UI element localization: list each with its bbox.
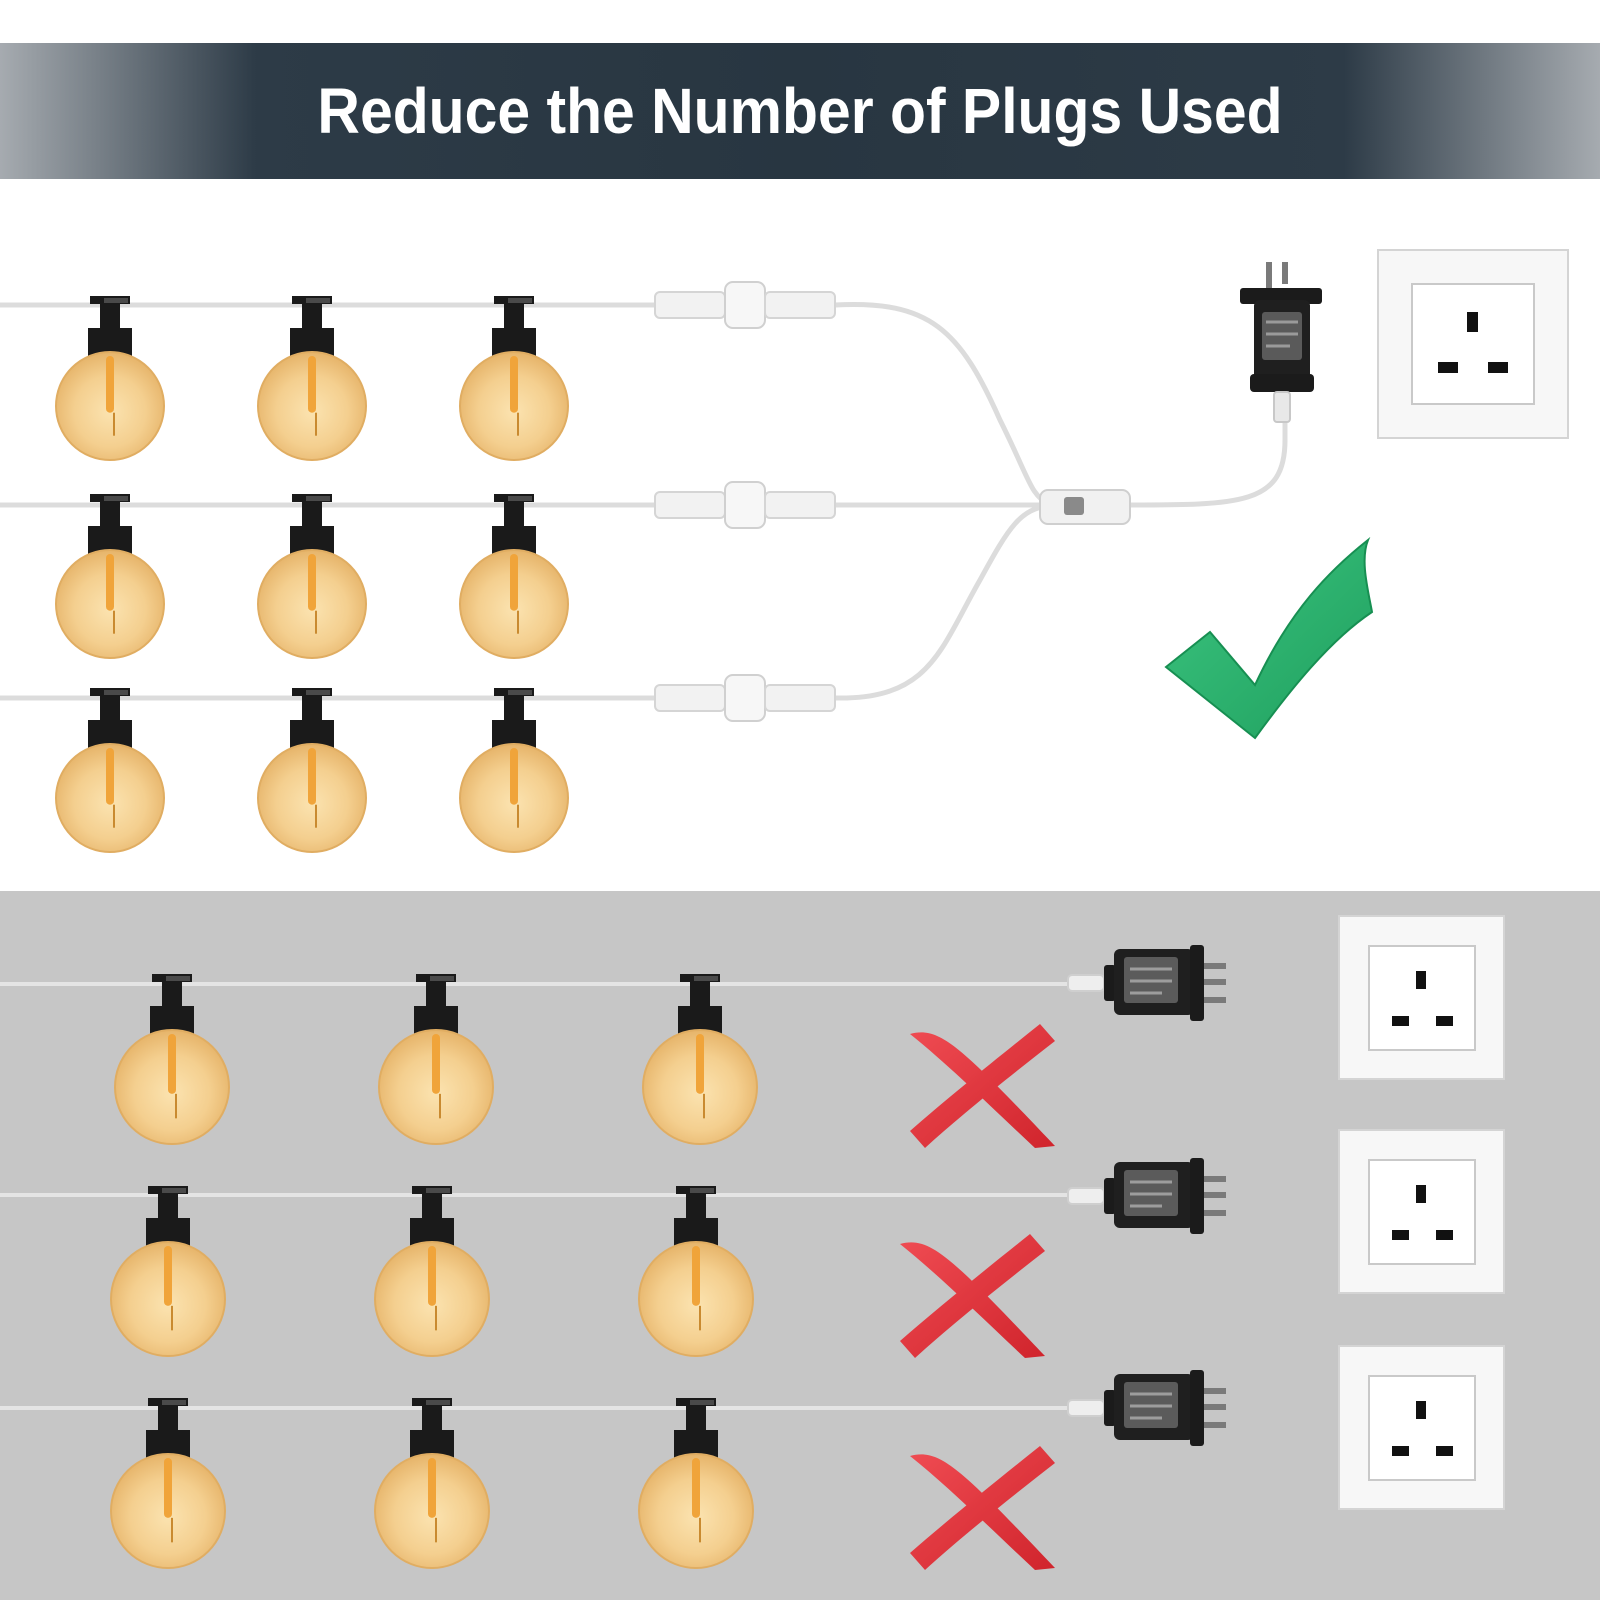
light-bulb-icon — [638, 1398, 754, 1569]
light-bulb-icon — [459, 688, 569, 853]
bottom-bulbs — [110, 974, 758, 1569]
power-adapter-icon — [1240, 262, 1322, 423]
separate-setup-panel — [0, 891, 1600, 1600]
light-bulb-icon — [374, 1398, 490, 1569]
cross-icon — [910, 1446, 1055, 1570]
light-bulb-icon — [110, 1186, 226, 1357]
power-adapter-icon — [1067, 1370, 1226, 1446]
light-bulb-icon — [110, 1398, 226, 1569]
light-bulb-icon — [374, 1186, 490, 1357]
wall-socket-icon — [1338, 915, 1505, 1080]
title-banner: Reduce the Number of Plugs Used — [0, 43, 1600, 179]
light-bulb-icon — [257, 296, 367, 461]
bottom-crosses — [900, 1024, 1055, 1570]
bottom-adapters — [1067, 945, 1226, 1446]
light-bulb-icon — [114, 974, 230, 1145]
light-bulb-icon — [642, 974, 758, 1145]
cross-icon — [900, 1234, 1045, 1358]
light-bulb-icon — [459, 494, 569, 659]
light-bulb-icon — [257, 688, 367, 853]
light-bulb-icon — [257, 494, 367, 659]
bottom-sockets — [1338, 915, 1505, 1510]
wall-socket-icon — [1338, 1129, 1505, 1294]
light-bulb-icon — [55, 494, 165, 659]
power-adapter-icon — [1067, 1158, 1226, 1234]
light-bulb-icon — [638, 1186, 754, 1357]
cross-icon — [910, 1024, 1055, 1148]
top-bulbs — [55, 296, 569, 853]
light-bulb-icon — [55, 296, 165, 461]
power-adapter-icon — [1067, 945, 1226, 1021]
light-bulb-icon — [55, 688, 165, 853]
wall-socket-icon — [1377, 249, 1569, 439]
light-bulb-icon — [378, 974, 494, 1145]
light-bulb-icon — [459, 296, 569, 461]
wall-socket-icon — [1338, 1345, 1505, 1510]
connectors — [654, 281, 1131, 722]
check-icon — [1164, 536, 1374, 740]
page-title: Reduce the Number of Plugs Used — [317, 75, 1283, 147]
